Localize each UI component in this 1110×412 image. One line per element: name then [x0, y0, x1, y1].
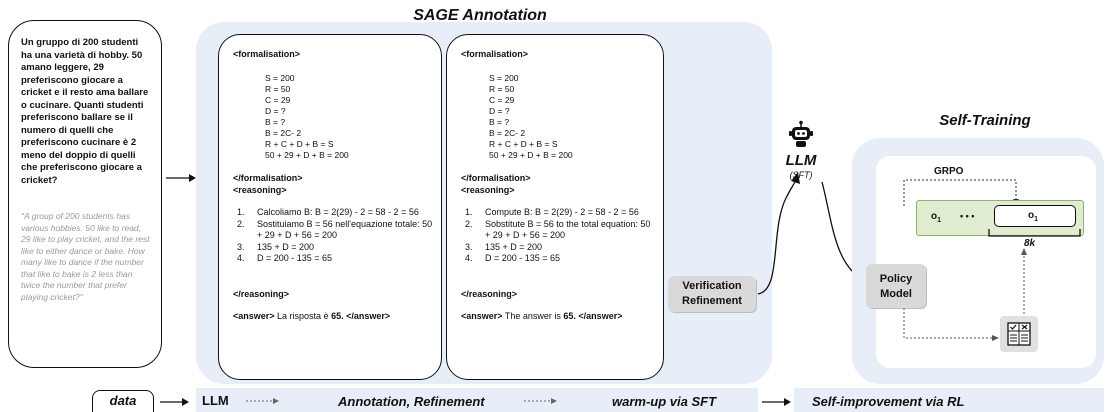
arrow-question-to-sage	[166, 174, 196, 182]
formalisation-line: B = 2C- 2	[265, 128, 302, 138]
formalisation-lines: S = 200 R = 50 C = 29 D = ? B = ? B = 2C…	[265, 73, 441, 161]
reasoning-steps: 1.Calcoliamo B: B = 2(29) - 2 = 58 - 2 =…	[237, 207, 433, 265]
formalisation-line: 50 + 29 + D + B = 200	[265, 150, 349, 160]
sage-title: SAGE Annotation	[413, 7, 547, 24]
llm-sublabel: (SFT)	[789, 170, 813, 180]
bracket-8k	[988, 229, 1081, 237]
pipeline-llm: LLM	[202, 393, 229, 408]
grpo-label: GRPO	[934, 166, 964, 177]
formalisation-open-tag: <formalisation>	[461, 49, 529, 59]
reasoning-step: 3. 135 + D = 200	[465, 241, 543, 252]
formalisation-line: R + C + D + B = S	[489, 139, 558, 149]
rollout-dots: • • •	[960, 211, 975, 221]
formalisation-line: R = 50	[265, 84, 291, 94]
pipeline-arrow-2	[762, 398, 791, 406]
reasoning-close-tag: </reasoning>	[233, 288, 290, 299]
reasoning-open-tag: <reasoning>	[233, 185, 287, 195]
formalisation-close-tag: </formalisation>	[233, 173, 303, 183]
formalisation-line: S = 200	[489, 73, 519, 83]
formalisation-line: D = ?	[489, 106, 510, 116]
question-english: "A group of 200 students has various hob…	[21, 211, 150, 302]
verification-refinement-box: Verification Refinement	[668, 276, 756, 312]
pipeline-dotted-arrow-1	[246, 398, 279, 404]
robot-icon	[789, 120, 813, 147]
answer-line: <answer> La risposta è 65. </answer>	[233, 311, 441, 321]
llm-label: LLM	[785, 152, 817, 169]
policy-to-reward-arrow	[903, 308, 999, 341]
answer-close-tag: . </answer>	[341, 310, 391, 321]
formalisation-line: D = ?	[265, 106, 286, 116]
answer-open-tag: <answer>	[233, 310, 275, 321]
answer-close-tag: . </answer>	[573, 310, 623, 321]
reasoning-steps: 1.Compute B: B = 2(29) - 2 = 58 - 2 = 56…	[465, 207, 657, 265]
sage-card-italian: <formalisation> S = 200 R = 50 C = 29 D …	[218, 34, 442, 380]
arrow-verification-to-llm	[757, 172, 800, 295]
self-training-inner	[876, 156, 1096, 368]
formalisation-close-tag: </formalisation>	[461, 173, 531, 183]
rollout-o-right: o1	[1028, 210, 1039, 223]
sage-card-english: <formalisation> S = 200 R = 50 C = 29 D …	[446, 34, 664, 380]
reasoning-step: 1.Calcoliamo B: B = 2(29) - 2 = 58 - 2 =…	[237, 207, 419, 217]
reasoning-step: 4. D = 200 - 135 = 65	[237, 253, 333, 263]
pipeline-stage-2	[794, 388, 1104, 412]
rollout-o-left: o1	[931, 211, 942, 224]
reasoning-close-tag: </reasoning>	[461, 288, 518, 299]
formalisation-line: B = ?	[265, 117, 286, 127]
formalisation-line: C = 29	[265, 95, 291, 105]
formalisation-line: 50 + 29 + D + B = 200	[489, 150, 573, 160]
formalisation-open-tag: <formalisation>	[233, 49, 301, 59]
formalisation-line: B = ?	[489, 117, 510, 127]
pipeline-data-box: data	[92, 390, 154, 412]
formalisation-line: C = 29	[489, 95, 515, 105]
formalisation-line: R + C + D + B = S	[265, 139, 334, 149]
pipeline-warmup: warm-up via SFT	[612, 394, 717, 409]
pipeline-dotted-arrow-2	[524, 398, 557, 404]
reasoning-open-tag: <reasoning>	[461, 185, 515, 195]
formalisation-lines: S = 200 R = 50 C = 29 D = ? B = ? B = 2C…	[489, 73, 663, 161]
rollout-o-right-box	[994, 205, 1076, 227]
question-box: Un gruppo di 200 studenti ha una varietà…	[8, 20, 162, 368]
pipeline-stage-1	[196, 388, 758, 412]
self-training-title: Self-Training	[939, 112, 1031, 129]
reasoning-step: 2.Sostituiamo B = 56 nell'equazione tota…	[237, 218, 433, 241]
reward-to-rollouts-arrow	[1021, 248, 1027, 314]
reasoning-step: 1.Compute B: B = 2(29) - 2 = 58 - 2 = 56	[465, 207, 639, 217]
answer-text: La risposta è	[274, 310, 332, 321]
checklist-icon	[1007, 322, 1031, 346]
k-label: 8k	[1024, 238, 1036, 249]
formalisation-line: B = 2C- 2	[489, 128, 526, 138]
reasoning-step: 4. D = 200 - 135 = 65	[465, 253, 561, 263]
answer-text: The answer is	[502, 310, 564, 321]
reasoning-step: 3. 135 + D = 200	[237, 241, 315, 252]
question-italian: Un gruppo di 200 studenti ha una varietà…	[21, 37, 149, 186]
formalisation-line: R = 50	[489, 84, 515, 94]
answer-open-tag: <answer>	[461, 310, 503, 321]
pipeline-arrow-1	[160, 398, 189, 406]
answer-value: 65	[563, 310, 574, 321]
policy-model-box: Policy Model	[866, 264, 926, 308]
reasoning-step: 2.Sobstitute B = 56 to the total equatio…	[465, 218, 651, 241]
pipeline-self-improvement: Self-improvement via RL	[812, 394, 965, 409]
formalisation-line: S = 200	[265, 73, 295, 83]
answer-value: 65	[331, 310, 342, 321]
answer-line: <answer> The answer is 65. </answer>	[461, 311, 663, 321]
pipeline-annotation: Annotation, Refinement	[338, 394, 485, 409]
